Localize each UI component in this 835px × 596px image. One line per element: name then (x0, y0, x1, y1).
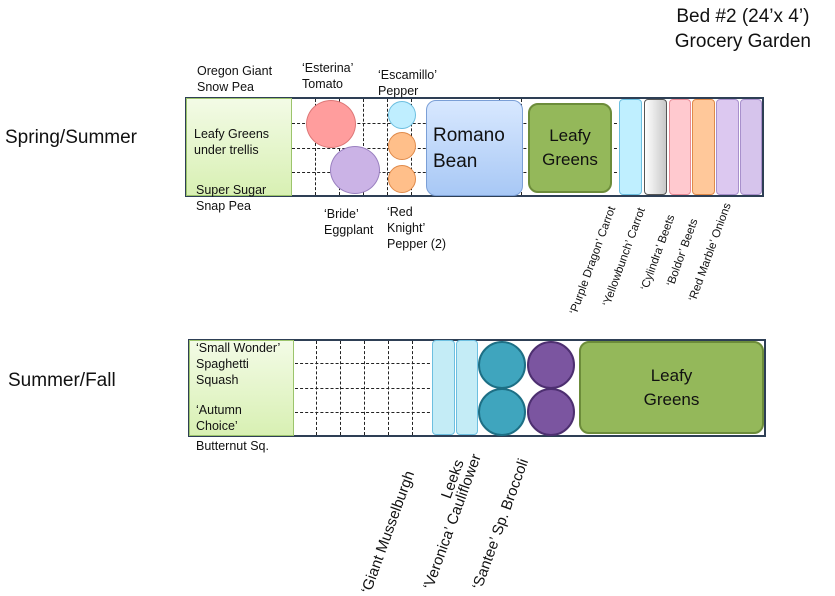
grid-line (339, 99, 340, 195)
grid-line (295, 412, 435, 413)
eggplant-label: ‘Bride’ Eggplant (324, 207, 374, 237)
label-santee-broccoli: ‘Santee’ Sp. Broccoli (469, 456, 533, 592)
squash-area (189, 340, 294, 436)
tomato-plant (306, 100, 356, 148)
trellis-label: Leafy Greens under trellis (194, 127, 270, 157)
grid-line (387, 99, 388, 195)
strip-red-marble-onions (716, 99, 739, 195)
grid-line (316, 341, 317, 435)
fall-leafy-greens: Leafy Greens (579, 341, 764, 434)
grid-line (340, 341, 341, 435)
broccoli-plant-1 (527, 341, 575, 389)
pepper-bottom-label: ‘Red Knight’ Pepper (2) (387, 205, 447, 251)
strip-purple-dragon-carrot (619, 99, 642, 195)
bed-title: Bed #2 (24’x 4’) Grocery Garden (675, 4, 811, 54)
cauliflower-plant-1 (478, 341, 526, 389)
tomato-label: ‘Esterina’ Tomato (302, 61, 354, 91)
strip-yellowbunch-carrot (644, 99, 667, 195)
strip-boldor-beets (692, 99, 715, 195)
leek-strip-2 (456, 340, 478, 435)
romano-bean-box: Romano Bean (426, 100, 523, 196)
cauliflower-plant-2 (478, 388, 526, 436)
season-label-fall: Summer/Fall (8, 370, 116, 391)
snow-pea-label: Oregon Giant Snow Pea (197, 64, 273, 94)
label-giant-musselburgh: ‘Giant Musselburgh (358, 468, 419, 596)
broccoli-plant-2 (527, 388, 575, 436)
grid-line (412, 341, 413, 435)
snap-pea-label: Super Sugar Snap Pea (196, 183, 267, 213)
strip-onions-2 (740, 99, 762, 195)
spring-leafy-greens: Leafy Greens (528, 103, 612, 193)
autumn-choice-label: ‘Autumn Choice’ (196, 403, 242, 433)
leek-strip-1 (432, 340, 455, 435)
trellis-area (186, 98, 292, 196)
strip-cylindra-beets (669, 99, 691, 195)
label-red-marble-onions: ‘Red Marble’ Onions (687, 201, 734, 304)
butternut-label: Butternut Sq. (196, 439, 269, 453)
grid-line (295, 363, 435, 364)
eggplant-plant (330, 146, 380, 194)
pepper-escamillo (388, 101, 416, 129)
pepper-red-knight-2 (388, 165, 416, 193)
grid-line (315, 99, 316, 195)
small-wonder-label: ‘Small Wonder’ Spaghetti Squash (196, 341, 281, 387)
season-label-spring: Spring/Summer (5, 127, 137, 148)
grid-line (364, 341, 365, 435)
bed-name: Bed #2 (24’x 4’) (676, 6, 810, 27)
pepper-red-knight-1 (388, 132, 416, 160)
pepper-top-label: ‘Escamillo’ Pepper (378, 68, 438, 98)
grid-line (388, 341, 389, 435)
grid-line (295, 388, 435, 389)
garden-name: Grocery Garden (674, 31, 811, 52)
